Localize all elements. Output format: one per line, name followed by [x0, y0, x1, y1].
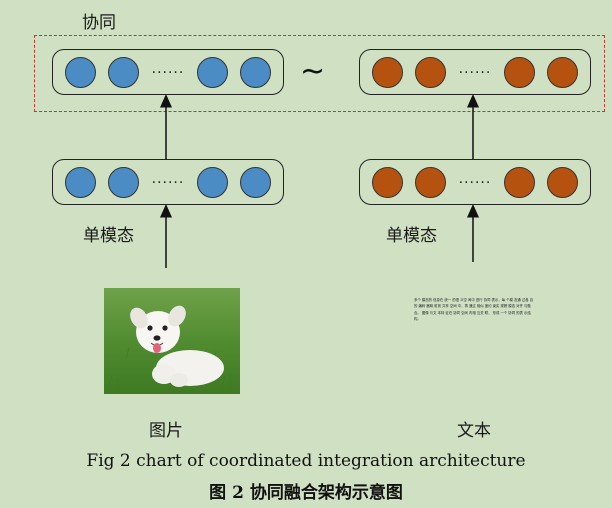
text-node — [372, 166, 403, 198]
text-node — [372, 56, 403, 88]
unimodal-text-vector: ...... — [359, 159, 591, 205]
coordinated-image-vector: ...... — [52, 49, 284, 95]
text-node — [546, 56, 578, 88]
unimodal-label-left: 单模态 — [83, 226, 134, 246]
image-label: 图片 — [149, 421, 183, 441]
dog-photo — [104, 288, 240, 394]
caption-english: Fig 2 chart of coordinated integration a… — [86, 451, 526, 471]
coordination-region — [34, 35, 605, 112]
text-node — [503, 166, 535, 198]
similarity-tilde: ~ — [300, 54, 326, 89]
image-node — [65, 166, 96, 198]
ellipsis: ...... — [458, 171, 492, 187]
image-node — [239, 56, 271, 88]
text-node — [415, 166, 447, 198]
text-label: 文本 — [457, 421, 491, 441]
caption-chinese: 图 2 协同融合架构示意图 — [209, 483, 403, 503]
image-node — [196, 56, 228, 88]
coordinated-text-vector: ...... — [359, 49, 591, 95]
text-node — [546, 166, 578, 198]
unimodal-label-right: 单模态 — [386, 226, 437, 246]
image-node — [65, 56, 96, 88]
text-node — [503, 56, 535, 88]
ellipsis: ...... — [151, 61, 185, 77]
image-node — [108, 166, 140, 198]
ellipsis: ...... — [151, 171, 185, 187]
image-node — [108, 56, 140, 88]
image-node — [239, 166, 271, 198]
text-sample-image: 多个 模态的 信息在 统一 的语 义空 间中 进行 协同 表示，每 个模 态通 … — [414, 298, 534, 322]
ellipsis: ...... — [458, 61, 492, 77]
text-node — [415, 56, 447, 88]
image-node — [196, 166, 228, 198]
coordinated-label: 协同 — [82, 13, 116, 33]
